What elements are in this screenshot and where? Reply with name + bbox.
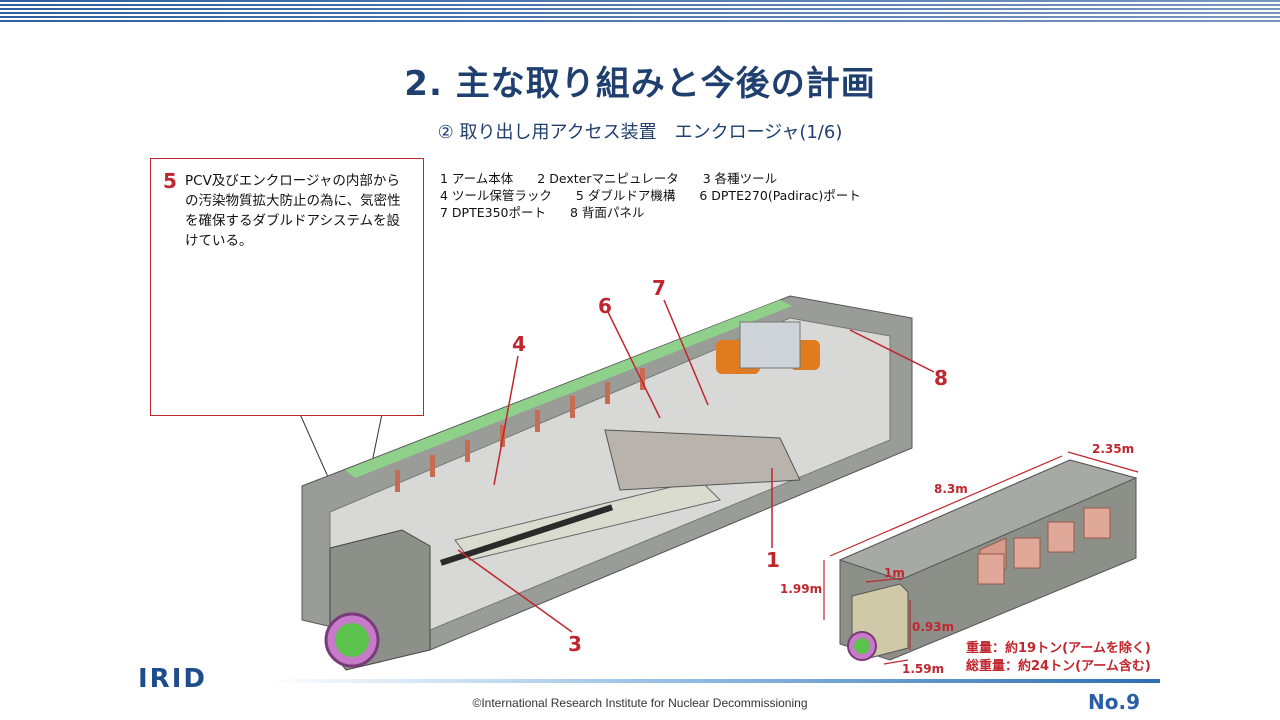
legend-item: 4 ツール保管ラック: [440, 188, 552, 203]
legend-item: 5 ダブルドア機構: [575, 188, 676, 203]
legend-item: 1 アーム本体: [440, 171, 514, 186]
header-stripes: [0, 0, 1280, 22]
dim-door-height: 0.93m: [912, 620, 955, 634]
marker-arm-body: 1: [766, 548, 780, 572]
main-enclosure: [301, 295, 913, 671]
marker-tools: 3: [568, 632, 582, 656]
legend-item: 7 DPTE350ポート: [440, 205, 546, 220]
dim-width: 2.35m: [1092, 442, 1135, 456]
dim-length: 8.3m: [934, 482, 968, 496]
slide-subtitle: ② 取り出し用アクセス装置 エンクロージャ(1/6): [437, 122, 843, 143]
legend-item: 8 背面パネル: [569, 205, 645, 220]
page-number: No.9: [1088, 690, 1140, 714]
marker-dpte270-port: 6: [598, 294, 612, 318]
callout-number: 5: [163, 169, 177, 193]
dim-door-width: 1m: [884, 566, 905, 580]
dim-door-base: 1.59m: [902, 662, 945, 676]
legend-item: 6 DPTE270(Padirac)ポート: [699, 188, 861, 203]
marker-leaders: [457, 299, 935, 633]
weight-info: 重量：約19トン(アームを除く) 総重量：約24トン(アーム含む): [966, 640, 1151, 676]
footer-divider: [266, 679, 1160, 683]
dimension-lines: [823, 451, 1139, 665]
legend-item: 2 Dexterマニピュレータ: [537, 171, 679, 186]
marker-tool-rack: 4: [512, 332, 526, 356]
legend-row: 4 ツール保管ラック 5 ダブルドア機構 6 DPTE270(Padirac)ポ…: [440, 187, 881, 204]
slide-title: 2. 主な取り組みと今後の計画: [404, 64, 876, 104]
marker-back-panel: 8: [934, 366, 948, 390]
callout-text: PCV及びエンクロージャの内部からの汚染物質拡大防止の為に、気密性を確保するダブ…: [185, 173, 401, 249]
net-weight: 重量：約19トン(アームを除く): [966, 641, 1151, 656]
gross-weight: 総重量：約24トン(アーム含む): [966, 659, 1151, 674]
copyright-text: ©International Research Institute for Nu…: [472, 696, 808, 710]
component-legend: 1 アーム本体 2 Dexterマニピュレータ 3 各種ツール 4 ツール保管ラ…: [440, 170, 881, 221]
marker-dpte350-port: 7: [652, 276, 666, 300]
legend-item: 3 各種ツール: [702, 171, 778, 186]
dimension-box: [838, 459, 1138, 661]
legend-row: 7 DPTE350ポート 8 背面パネル: [440, 204, 881, 221]
double-door-callout: 5 PCV及びエンクロージャの内部からの汚染物質拡大防止の為に、気密性を確保する…: [150, 158, 424, 416]
legend-row: 1 アーム本体 2 Dexterマニピュレータ 3 各種ツール: [440, 170, 881, 187]
irid-logo: IRID: [138, 664, 207, 694]
dim-height: 1.99m: [780, 582, 823, 596]
